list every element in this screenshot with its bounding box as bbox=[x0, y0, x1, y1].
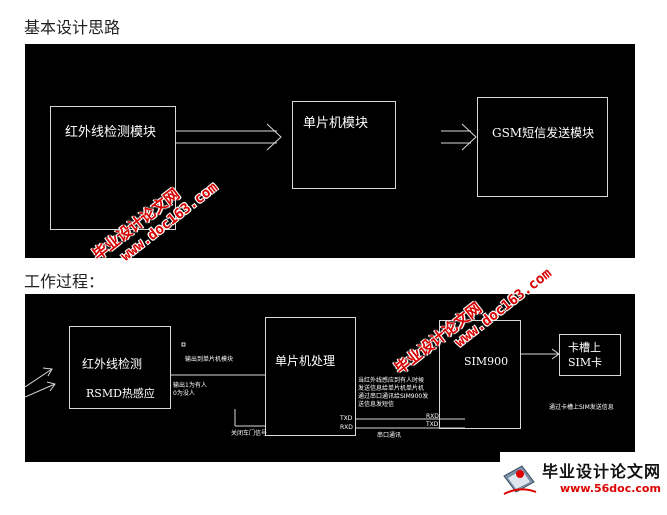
process-diagram-panel: 红外线检测 RSMD热感应 单片机处理 TXD RXD SIM900 RXD T… bbox=[25, 294, 635, 462]
sim-card-box: 卡槽上SIM卡 bbox=[559, 334, 621, 376]
rsmd-label: RSMD热感应 bbox=[86, 387, 155, 400]
logo-url-text: www.56doc.com bbox=[560, 482, 661, 495]
section-title-process: 工作过程： bbox=[24, 272, 105, 291]
section-title-design: 基本设计思路 bbox=[24, 18, 121, 37]
infrared-module-box: 红外线检测模块 bbox=[50, 106, 176, 230]
sim-card-label: 卡槽上SIM卡 bbox=[568, 341, 603, 369]
serial-comm-label: 串口通讯 bbox=[377, 432, 402, 439]
gsm-module-label: GSM短信发送模块 bbox=[492, 126, 595, 140]
design-connectors bbox=[175, 123, 477, 151]
mcu-note-line3: 通过串口通讯给SIM900发 bbox=[358, 393, 429, 400]
infrared-detect-box: 红外线检测 RSMD热感应 bbox=[69, 326, 171, 409]
mcu-process-box: 单片机处理 TXD RXD bbox=[265, 317, 356, 436]
logo-graphic bbox=[500, 452, 667, 511]
mcu-module-box: 单片机模块 bbox=[292, 101, 396, 189]
infrared-detect-label: 红外线检测 bbox=[82, 357, 143, 371]
logo-brand-text: 毕业设计论文网 bbox=[542, 462, 662, 481]
mcu-note-line1: 当红外线感应到有人时候 bbox=[358, 377, 425, 384]
design-diagram-panel: 红外线检测模块 单片机模块 GSM短信发送模块 bbox=[25, 44, 635, 258]
output-zero-label: 0为没人 bbox=[173, 390, 195, 397]
gsm-module-box: GSM短信发送模块 bbox=[477, 97, 608, 197]
sim900-box: SIM900 RXD TXD bbox=[426, 320, 521, 429]
mcu-process-label: 单片机处理 bbox=[275, 354, 336, 368]
mcu-module-label: 单片机模块 bbox=[303, 116, 369, 131]
rxd-right-label: RXD bbox=[426, 413, 439, 420]
rxd-left-label: RXD bbox=[340, 424, 353, 431]
mcu-note-line4: 送信息发短信 bbox=[358, 401, 395, 408]
mcu-note-line2: 发送信息给单片机单片机 bbox=[358, 385, 425, 392]
txd-right-label: TXD bbox=[426, 421, 439, 428]
via-sim-label: 通过卡槽上SIM发送信息 bbox=[549, 404, 614, 411]
txd-left-label: TXD bbox=[340, 415, 353, 422]
output-to-mcu-label: 输出到单片机模块 bbox=[185, 356, 234, 363]
sim900-label: SIM900 bbox=[464, 355, 509, 368]
output-one-label: 输出1为有人 bbox=[173, 382, 207, 389]
site-logo: 毕业设计论文网 www.56doc.com bbox=[500, 452, 667, 511]
close-door-label: 关闭车门信号 bbox=[231, 430, 268, 437]
infrared-module-label: 红外线检测模块 bbox=[65, 125, 157, 140]
